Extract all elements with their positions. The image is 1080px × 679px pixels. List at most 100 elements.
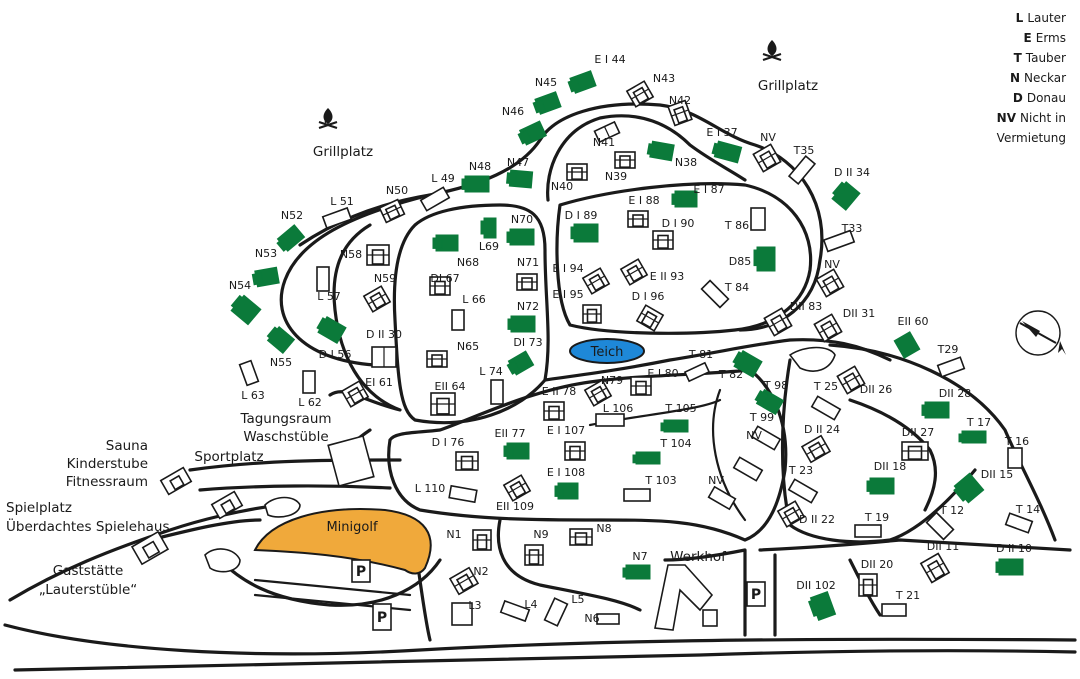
cabin-l-51: L 51: [321, 195, 354, 230]
island-2: [204, 548, 241, 573]
cabin-label: E I 95: [552, 288, 583, 301]
cabin-l-66: L 66: [451, 293, 486, 331]
cabin-l4: L4: [499, 598, 538, 623]
cabin-e-i-87: E I 87: [671, 183, 725, 208]
cabin-label: D II 24: [804, 423, 840, 436]
cabin-n58: N58: [340, 244, 390, 266]
sauna-label: Sauna: [106, 438, 148, 454]
cabin-dii-28: DII 28: [921, 387, 971, 419]
cabin-label: NV: [708, 474, 724, 487]
cabin-t-99: T 99: [749, 411, 782, 451]
cabin-label: D I 56: [319, 348, 352, 361]
cabin-label: E I 94: [552, 262, 583, 275]
cabin-label: DII 26: [860, 383, 892, 396]
cabin-label: E I 88: [628, 194, 659, 207]
cabin-label: T 82: [718, 368, 743, 381]
road-main-3: [13, 649, 1077, 672]
island-3: [788, 346, 836, 372]
cabin-n8: N8: [569, 522, 612, 546]
svg-text:P: P: [356, 564, 366, 580]
cabin-label: E I 87: [693, 183, 724, 196]
sauna-building: [159, 466, 193, 496]
road-main-1: [8, 503, 282, 602]
cabin-label: N1: [446, 528, 461, 541]
cabin-dii-15: DII 15: [953, 468, 1013, 504]
cabin-label: T33: [841, 222, 863, 235]
cabin-label: N72: [517, 300, 539, 313]
cabin-label: L 51: [330, 195, 354, 208]
cabin-label: DII 31: [843, 307, 875, 320]
cabin-label: L 62: [298, 396, 322, 409]
cabin-t-17: T 17: [958, 416, 991, 444]
cabin-t-81: T 81: [683, 348, 713, 383]
cabin-label: T 25: [813, 380, 838, 393]
cabin-label: N46: [502, 105, 524, 118]
parking-2: P: [372, 603, 392, 631]
cabin-dii-18: DII 18: [866, 460, 906, 495]
road-left-entry: [188, 458, 402, 492]
cabin-label: N42: [669, 94, 691, 107]
road-top-inner: [546, 114, 747, 202]
cabin-e-ii-78: E II 78: [542, 385, 576, 421]
cabin-dii-83: DII 83: [763, 300, 822, 337]
cabin-label: N48: [469, 160, 491, 173]
cabin-l-110: L 110: [415, 482, 478, 504]
cabin-t33: T33: [822, 222, 863, 253]
cabin-label: N53: [255, 247, 277, 260]
cabin-d-i-76: D I 76: [432, 436, 479, 471]
cabin-eii-64: EII 64: [430, 380, 465, 416]
minigolf-label: Minigolf: [326, 520, 377, 535]
cabin-label: NV: [746, 429, 762, 442]
cabin-t-12: T 12: [925, 504, 964, 541]
cabin-label: N58: [340, 248, 362, 261]
werkhof-shed: [702, 609, 718, 627]
cabin-e-i-108: E I 108: [547, 466, 585, 500]
cabin-label: T 81: [688, 348, 713, 361]
cabin-n6: N6: [584, 612, 620, 625]
cabin-label: N6: [584, 612, 599, 625]
cabin-t-103: T 103: [623, 474, 677, 502]
grillplatz-right-label: Grillplatz: [758, 78, 818, 94]
cabin-d-ii-22: D II 22: [776, 500, 835, 528]
svg-text:P: P: [751, 587, 761, 603]
cabin-label: T 23: [788, 464, 813, 477]
compass-icon: [1015, 310, 1066, 356]
tagungsraum-building: [327, 435, 375, 487]
spielehaus-label: Überdachtes Spielehaus: [6, 517, 169, 535]
cabin-t-21: T 21: [881, 589, 920, 617]
werkhof-building: [654, 564, 714, 631]
cabin-label: E I 108: [547, 466, 585, 479]
cabin-label: E II 78: [542, 385, 576, 398]
road-center-block: [555, 182, 813, 335]
cabin-label: E I 80: [647, 367, 678, 380]
cabin-label: DI 67: [430, 272, 459, 285]
cabin-n1: N1: [446, 528, 492, 551]
cabin-n2: N2: [448, 565, 489, 596]
road-main-2: [3, 623, 1077, 656]
cabin-n40: N40: [551, 163, 588, 193]
cabin-e-i-37: E I 37: [706, 126, 743, 164]
cabin-eii-109: EII 109: [496, 474, 534, 513]
spielplatz-label: Spielplatz: [6, 500, 72, 516]
cabin-label: E II 93: [650, 270, 684, 283]
road-outer-top: [298, 193, 432, 247]
cabin-d-ii-34: D II 34: [831, 166, 870, 211]
cabin-t-86: T 86: [724, 207, 766, 232]
cabin-n46: N46: [502, 105, 548, 146]
campfire-icon: [318, 108, 338, 130]
cabin-label: L3: [468, 599, 481, 612]
cabin-n43: N43: [625, 72, 675, 108]
cabin-dii-27: DII 27: [901, 426, 934, 461]
cabin-d85: D85: [729, 246, 776, 272]
cabin-label: DII 83: [790, 300, 822, 313]
cabin-label: L 63: [241, 389, 265, 402]
cabin-n47: N47: [506, 156, 534, 189]
cabin-di-73: DI 73: [506, 336, 543, 376]
cabin-dii-11: DII 11: [919, 540, 959, 584]
cabin-dii-102: DII 102: [796, 579, 837, 621]
cabin-n53: N53: [251, 247, 280, 288]
cabin-label: T35: [793, 144, 815, 157]
cabin-label: N50: [386, 184, 408, 197]
